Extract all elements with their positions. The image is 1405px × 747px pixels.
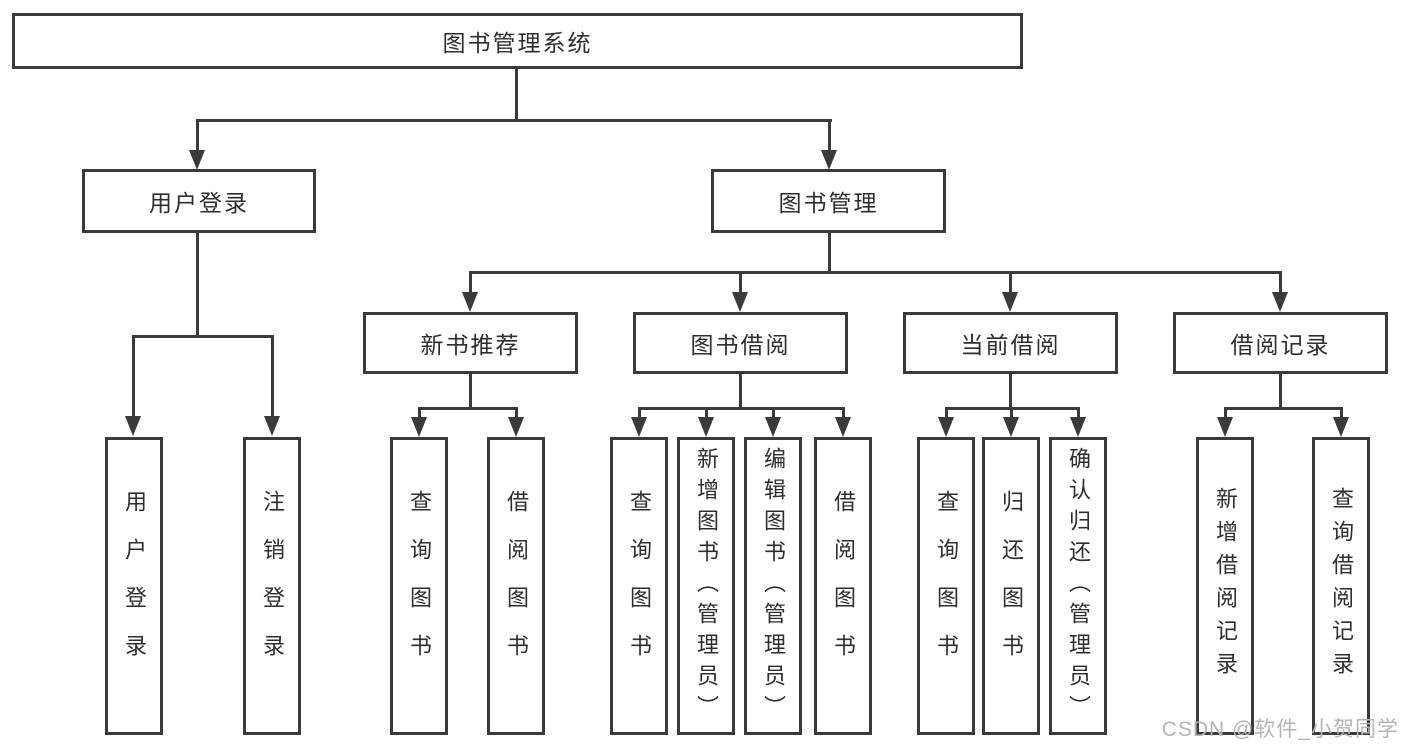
arrowhead-borrowing-records bbox=[1272, 292, 1288, 312]
leaf-query-books-borrowing: 查询图书 bbox=[610, 437, 668, 735]
node-label: 新书推荐 bbox=[420, 332, 521, 358]
leaf-label: 查询图书 bbox=[934, 490, 959, 682]
leaf-label: 借阅图书 bbox=[504, 490, 529, 682]
node-label: 借阅记录 bbox=[1230, 332, 1331, 358]
leaf-borrow-books-borrowing: 借阅图书 bbox=[814, 437, 872, 735]
connector-to-new-book-recommendation bbox=[469, 271, 472, 295]
leaf-query-borrow-record: 查询借阅记录 bbox=[1312, 437, 1370, 735]
connector-user-login-stem bbox=[196, 231, 199, 337]
csdn-watermark: CSDN @软件_小贺同学 bbox=[1161, 718, 1399, 741]
node-new-book-recommendation: 新书推荐 bbox=[363, 312, 578, 374]
node-label: 当前借阅 bbox=[960, 332, 1061, 358]
leaf-label: 注销登录 bbox=[260, 490, 285, 682]
connector-cb-leaf3 bbox=[1077, 407, 1080, 419]
arrowhead-new-book-recommendation bbox=[462, 292, 478, 312]
connector-to-leaf-logout bbox=[271, 335, 274, 417]
connector-to-current-borrowing bbox=[1009, 271, 1012, 295]
arrowhead-book-borrowing bbox=[732, 292, 748, 312]
leaf-label: 用户登录 bbox=[122, 490, 147, 682]
leaf-query-books-recommendation: 查询图书 bbox=[390, 437, 448, 735]
node-label: 图书借阅 bbox=[690, 332, 791, 358]
leaf-confirm-return-admin: 确认归还（管理员） bbox=[1049, 437, 1107, 735]
connector-to-book-borrowing bbox=[739, 271, 742, 295]
leaf-user-login: 用户登录 bbox=[105, 437, 163, 735]
connector-nbr-leaf2 bbox=[515, 407, 518, 419]
connector-bb-crossbar bbox=[638, 407, 844, 410]
connector-br-leaf1 bbox=[1224, 407, 1227, 419]
node-book-borrowing: 图书借阅 bbox=[633, 312, 848, 374]
leaf-logout: 注销登录 bbox=[243, 437, 301, 735]
leaf-label: 查询图书 bbox=[407, 490, 432, 682]
connector-br-stem bbox=[1279, 373, 1282, 409]
connector-bb-leaf1 bbox=[638, 407, 641, 419]
connector-bb-leaf2 bbox=[705, 407, 708, 419]
connector-cb-leaf1 bbox=[945, 407, 948, 419]
arrowhead-bb-leaf1 bbox=[631, 417, 647, 437]
leaf-label: 查询借阅记录 bbox=[1329, 487, 1354, 685]
leaf-label: 新增借阅记录 bbox=[1213, 487, 1238, 685]
connector-cb-stem bbox=[1009, 373, 1012, 409]
arrowhead-bb-leaf4 bbox=[835, 417, 851, 437]
arrowhead-book-management bbox=[821, 150, 837, 170]
connector-to-user-login bbox=[196, 119, 199, 154]
arrowhead-cb-leaf3 bbox=[1070, 417, 1086, 437]
connector-bb-leaf3 bbox=[772, 407, 775, 419]
leaf-add-books-admin: 新增图书（管理员） bbox=[677, 437, 735, 735]
connector-to-leaf-user-login bbox=[132, 335, 135, 417]
arrowhead-leaf-logout bbox=[264, 416, 280, 436]
leaf-edit-books-admin: 编辑图书（管理员） bbox=[744, 437, 802, 735]
arrowhead-bb-leaf2 bbox=[698, 417, 714, 437]
node-label: 图书管理系统 bbox=[442, 30, 593, 56]
arrowhead-current-borrowing bbox=[1002, 292, 1018, 312]
connector-to-book-management bbox=[828, 119, 831, 154]
arrowhead-cb-leaf1 bbox=[938, 417, 954, 437]
arrowhead-br-leaf2 bbox=[1333, 417, 1349, 437]
connector-to-borrowing-records bbox=[1279, 271, 1282, 295]
leaf-query-books-current: 查询图书 bbox=[917, 437, 975, 735]
leaf-label: 查询图书 bbox=[627, 490, 652, 682]
connector-nbr-crossbar bbox=[418, 407, 517, 410]
leaf-label: 新增图书（管理员） bbox=[694, 446, 719, 726]
leaf-return-books: 归还图书 bbox=[982, 437, 1040, 735]
connector-nbr-leaf1 bbox=[418, 407, 421, 419]
leaf-label: 确认归还（管理员） bbox=[1066, 446, 1091, 726]
leaf-label: 编辑图书（管理员） bbox=[761, 446, 786, 726]
arrowhead-nbr-leaf1 bbox=[411, 417, 427, 437]
node-borrowing-records: 借阅记录 bbox=[1173, 312, 1388, 374]
node-current-borrowing: 当前借阅 bbox=[903, 312, 1118, 374]
arrowhead-nbr-leaf2 bbox=[508, 417, 524, 437]
leaf-borrow-books-recommendation: 借阅图书 bbox=[487, 437, 545, 735]
connector-root-stem bbox=[515, 67, 518, 121]
arrowhead-leaf-user-login bbox=[125, 416, 141, 436]
connector-user-login-crossbar bbox=[132, 335, 273, 338]
arrowhead-br-leaf1 bbox=[1217, 417, 1233, 437]
connector-cb-leaf2 bbox=[1010, 407, 1013, 419]
leaf-label: 借阅图书 bbox=[831, 490, 856, 682]
connector-book-management-stem bbox=[828, 231, 831, 273]
leaf-label: 归还图书 bbox=[999, 490, 1024, 682]
connector-bb-stem bbox=[739, 373, 742, 409]
arrowhead-bb-leaf3 bbox=[765, 417, 781, 437]
node-user-login: 用户登录 bbox=[82, 169, 316, 233]
node-book-management: 图书管理 bbox=[711, 169, 946, 233]
connector-br-leaf2 bbox=[1340, 407, 1343, 419]
node-label: 用户登录 bbox=[149, 190, 249, 216]
connector-book-management-crossbar bbox=[469, 271, 1282, 274]
connector-br-crossbar bbox=[1224, 407, 1342, 410]
arrowhead-cb-leaf2 bbox=[1003, 417, 1019, 437]
node-library-management-system: 图书管理系统 bbox=[12, 13, 1023, 69]
leaf-add-borrow-record: 新增借阅记录 bbox=[1196, 437, 1254, 735]
arrowhead-user-login bbox=[189, 150, 205, 170]
connector-nbr-stem bbox=[469, 373, 472, 409]
connector-root-crossbar bbox=[196, 119, 832, 122]
node-label: 图书管理 bbox=[778, 190, 879, 216]
connector-bb-leaf4 bbox=[842, 407, 845, 419]
